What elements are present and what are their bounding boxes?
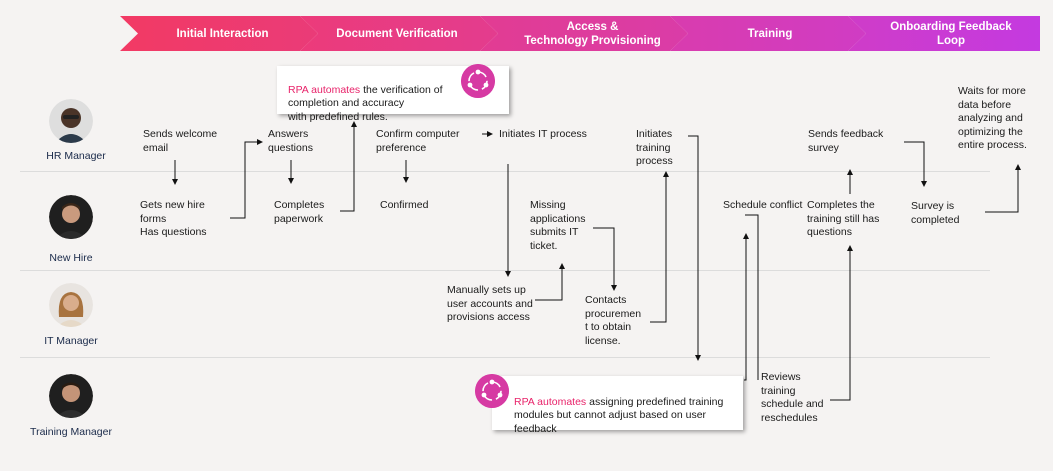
step-missing-apps: Missing applications submits IT ticket. bbox=[530, 199, 586, 252]
step-manual-setup: Manually sets up user accounts and provi… bbox=[447, 284, 533, 323]
new-hire-avatar bbox=[49, 195, 93, 239]
arrow-rpa-to-conflict bbox=[743, 233, 749, 381]
stage-chevron-4 bbox=[670, 16, 866, 51]
role-training-manager: Training Manager bbox=[30, 426, 112, 438]
arrow-paperwork-to-rpa bbox=[340, 121, 357, 212]
rpa-cycle-icon bbox=[461, 64, 495, 98]
step-answers: Answers questions bbox=[268, 128, 313, 154]
arrow-missing-to-procurement bbox=[593, 227, 617, 291]
step-initiates-it: Initiates IT process bbox=[499, 128, 587, 140]
stage-label-access-provisioning: Access & Technology Provisioning bbox=[524, 20, 661, 47]
stage-chevron-5 bbox=[848, 16, 1040, 51]
stage-chevron-2 bbox=[300, 16, 498, 51]
step-confirmed: Confirmed bbox=[380, 199, 429, 211]
step-reviews-schedule: Reviews training schedule and reschedule… bbox=[761, 371, 824, 424]
rpa-highlight-top: RPA automates bbox=[288, 83, 361, 96]
arrow-conflict-to-review bbox=[745, 214, 759, 380]
step-sends-welcome: Sends welcome email bbox=[143, 128, 218, 154]
step-confirm-preference: Confirm computer preference bbox=[376, 128, 460, 154]
arrow-training-to-rpa bbox=[688, 135, 701, 361]
role-hr-manager: HR Manager bbox=[46, 150, 106, 162]
it-manager-avatar bbox=[49, 283, 93, 327]
rpa-text-top: the verification of completion and accur… bbox=[288, 83, 443, 123]
stage-chevron-1 bbox=[120, 16, 318, 51]
hr-manager-avatar bbox=[49, 99, 93, 143]
step-completes-training: Completes the training still has questio… bbox=[807, 199, 880, 238]
step-sends-feedback: Sends feedback survey bbox=[808, 128, 884, 154]
stage-label-feedback-loop: Onboarding Feedback Loop bbox=[890, 20, 1012, 47]
arrow-procurement-to-training bbox=[650, 171, 669, 323]
lane-divider-3 bbox=[20, 357, 990, 358]
step-gets-forms: Gets new hire forms Has questions bbox=[140, 199, 207, 238]
lane-divider-1 bbox=[20, 171, 990, 172]
arrow-forms-to-answers bbox=[230, 139, 263, 219]
stage-label-document-verification: Document Verification bbox=[336, 27, 458, 40]
stage-label-training: Training bbox=[747, 27, 793, 40]
rpa-text-bottom: assigning predefined training modules bu… bbox=[514, 395, 724, 435]
stage-chevron-3 bbox=[480, 16, 688, 51]
training-manager-avatar bbox=[49, 374, 93, 418]
arrow-completed-to-wait bbox=[985, 164, 1021, 213]
rpa-highlight-bottom: RPA automates bbox=[514, 395, 587, 408]
step-initiates-training: Initiates training process bbox=[636, 128, 673, 167]
rpa-callout-training: RPA automates assigning predefined train… bbox=[492, 376, 743, 435]
step-contacts-procurement: Contacts procuremen t to obtain license. bbox=[585, 294, 642, 347]
step-survey-completed: Survey is completed bbox=[911, 200, 960, 226]
step-completes-paperwork: Completes paperwork bbox=[274, 199, 325, 225]
step-waits: Waits for more data before analyzing and… bbox=[958, 85, 1027, 151]
role-new-hire: New Hire bbox=[49, 252, 93, 264]
step-schedule-conflict: Schedule conflict bbox=[723, 199, 803, 211]
stage-label-initial-interaction: Initial Interaction bbox=[176, 27, 269, 40]
arrow-manual-to-missing bbox=[535, 263, 565, 301]
arrow-review-to-completes bbox=[830, 245, 853, 401]
rpa-cycle-icon-bottom bbox=[475, 374, 509, 408]
role-it-manager: IT Manager bbox=[44, 335, 98, 347]
arrow-survey-to-completed bbox=[904, 141, 927, 187]
lane-divider-2 bbox=[20, 270, 990, 271]
